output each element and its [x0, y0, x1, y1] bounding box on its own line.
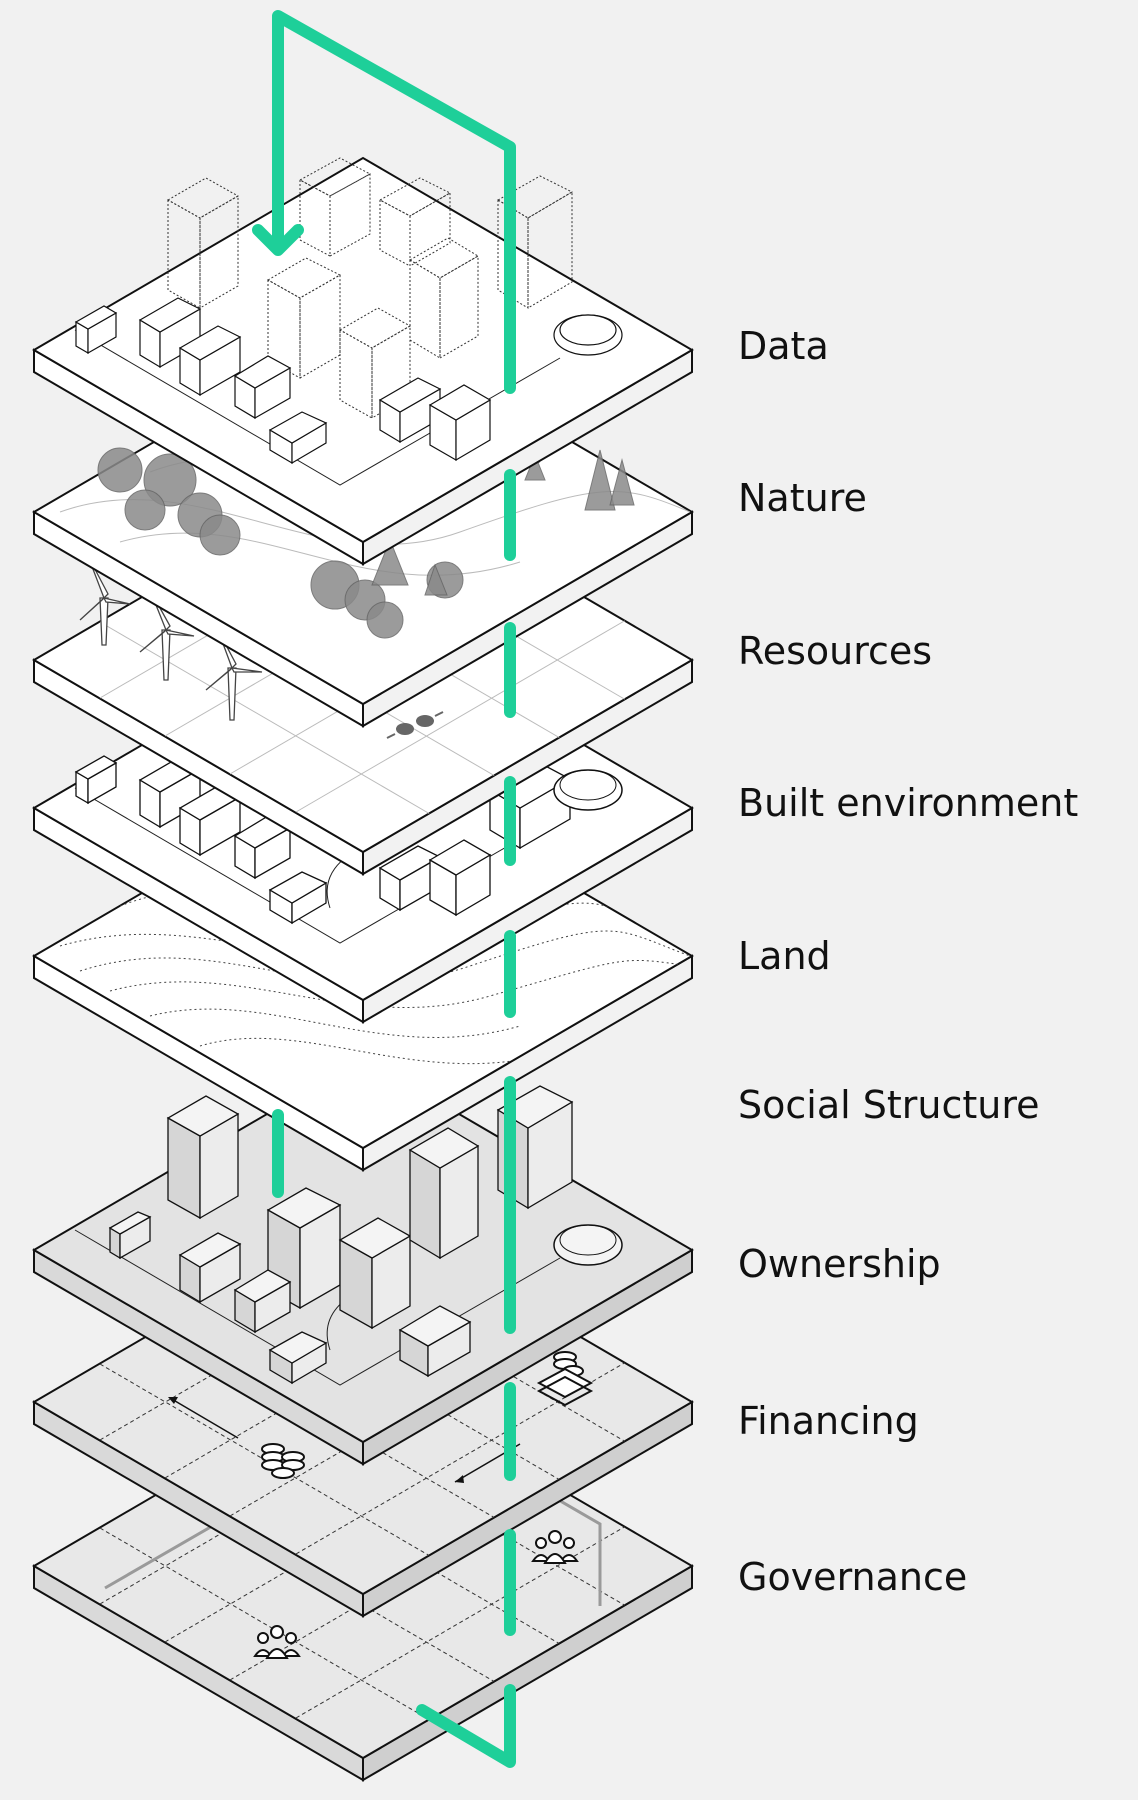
people-group-icon [253, 1625, 301, 1659]
layer-label-ownership: Ownership [738, 1242, 941, 1286]
layer-label-governance: Governance [738, 1555, 968, 1599]
layer-label-land: Land [738, 934, 831, 978]
tree-cluster [97, 447, 635, 639]
layer-label-built-environment: Built environment [738, 781, 1079, 825]
layer-label-resources: Resources [738, 629, 933, 673]
coin-stack-icon [536, 1351, 594, 1407]
wind-turbine-icon [205, 629, 263, 721]
layer-label-social-structure: Social Structure [738, 1083, 1040, 1127]
flow-line [252, 10, 516, 1768]
plug-icon [386, 711, 444, 739]
layer-label-data: Data [738, 324, 829, 368]
layer-label-financing: Financing [738, 1399, 919, 1443]
ownership-buildings [108, 1085, 623, 1385]
people-group-icon [531, 1530, 579, 1564]
coin-stack-icon [261, 1443, 305, 1479]
layer-label-nature: Nature [738, 476, 867, 520]
data-buildings-solid [74, 297, 623, 465]
